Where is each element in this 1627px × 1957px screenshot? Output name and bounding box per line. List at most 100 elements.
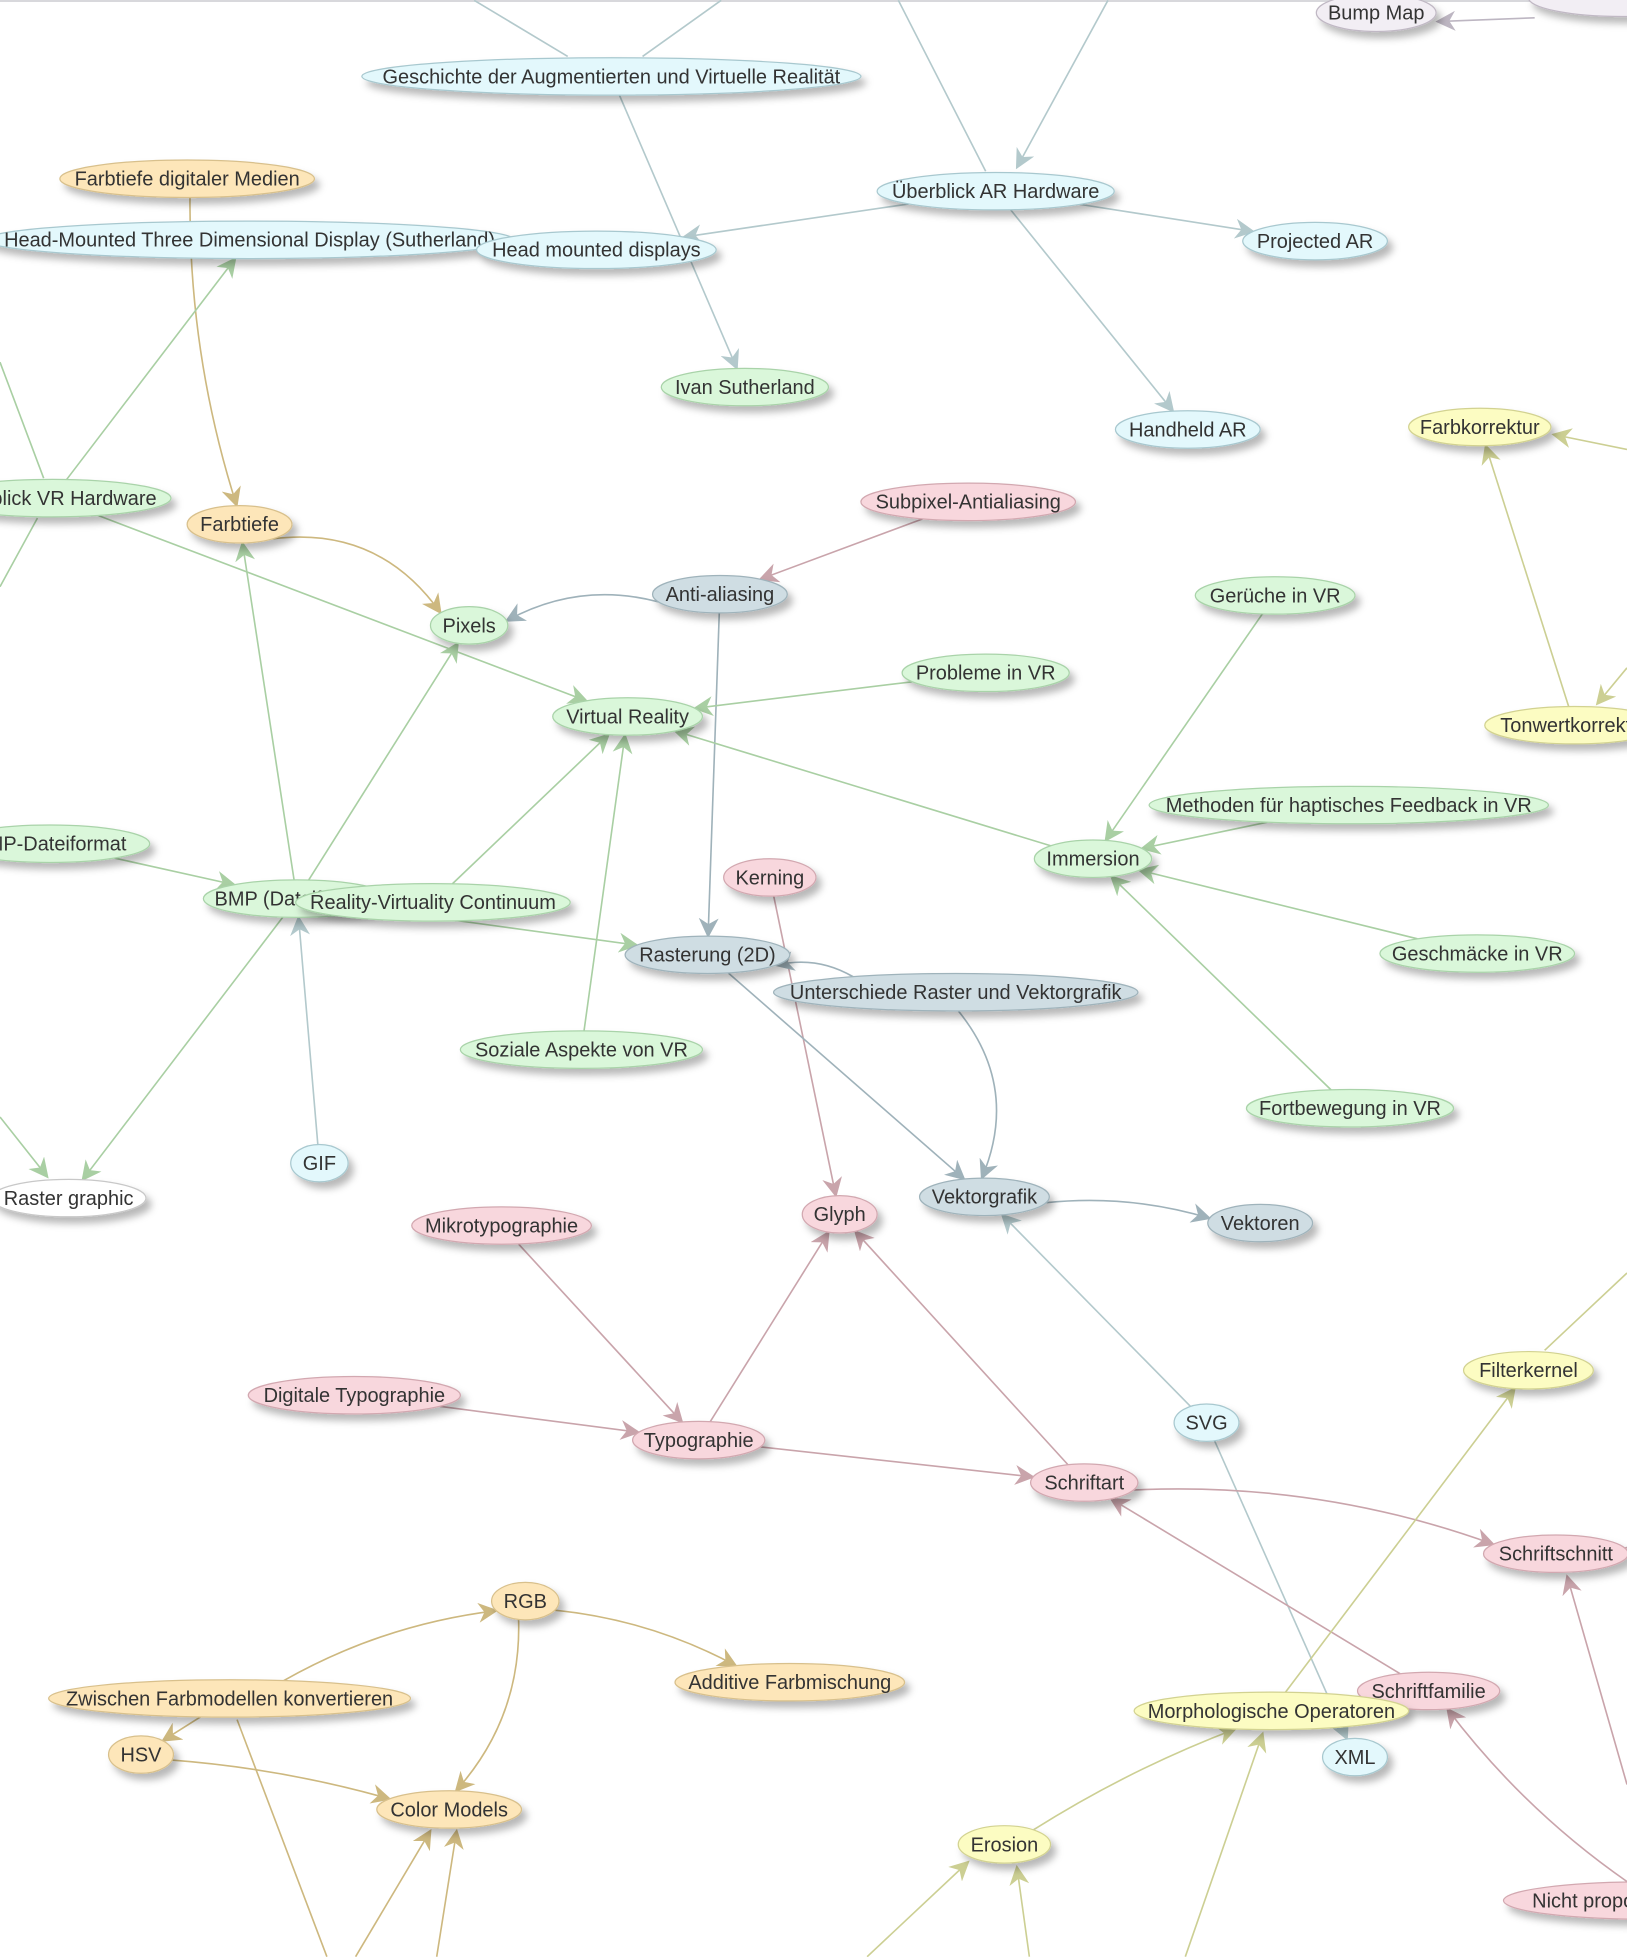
node-projected[interactable]: Projected AR <box>1242 221 1389 261</box>
node-vr_hw[interactable]: Überblick VR Hardware <box>0 478 172 518</box>
node-morpho[interactable]: Morphologische Operatoren <box>1133 1691 1410 1731</box>
node-ellipse[interactable] <box>1482 1534 1627 1574</box>
node-ellipse[interactable] <box>631 1420 766 1460</box>
node-ellipse[interactable] <box>1484 705 1627 745</box>
node-ellipse[interactable] <box>1173 1403 1240 1443</box>
node-typographie[interactable]: Typographie <box>631 1420 766 1460</box>
node-immersion[interactable]: Immersion <box>1033 839 1153 879</box>
node-gerueche[interactable]: Gerüche in VR <box>1194 576 1356 615</box>
node-ellipse[interactable] <box>552 697 704 736</box>
node-vr[interactable]: Virtual Reality <box>552 697 704 736</box>
node-vektoren[interactable]: Vektoren <box>1207 1203 1314 1243</box>
node-gif[interactable]: GIF <box>290 1143 349 1183</box>
node-ellipse[interactable] <box>1315 0 1437 33</box>
node-ellipse[interactable] <box>59 159 316 199</box>
node-schriftfamilie[interactable]: Schriftfamilie <box>1356 1671 1501 1711</box>
node-ellipse[interactable] <box>660 367 830 407</box>
node-ellipse[interactable] <box>475 230 717 270</box>
node-rgb[interactable]: RGB <box>490 1581 560 1621</box>
node-digtypo[interactable]: Digitale Typographie <box>247 1375 462 1415</box>
node-erosion[interactable]: Erosion <box>957 1825 1052 1864</box>
node-ar_hw[interactable]: Überblick AR Hardware <box>876 171 1115 211</box>
node-ellipse[interactable] <box>918 1177 1050 1217</box>
node-farbkorrektur[interactable]: Farbkorrektur <box>1408 407 1552 447</box>
node-ellipse[interactable] <box>772 972 1139 1012</box>
node-probleme[interactable]: Probleme in VR <box>901 653 1070 693</box>
node-ellipse[interactable] <box>361 57 862 96</box>
node-geschichte[interactable]: Geschichte der Augmentierten und Virtuel… <box>361 57 862 96</box>
node-additive[interactable]: Additive Farbmischung <box>674 1662 906 1702</box>
node-ellipse[interactable] <box>860 482 1077 522</box>
node-hsv[interactable]: HSV <box>107 1735 175 1774</box>
node-ellipse[interactable] <box>490 1581 560 1621</box>
node-ellipse[interactable] <box>1148 785 1550 825</box>
node-haptik[interactable]: Methoden für haptisches Feedback in VR <box>1148 785 1550 825</box>
node-vektorgrafik[interactable]: Vektorgrafik <box>918 1177 1050 1217</box>
node-ellipse[interactable] <box>1207 1203 1314 1243</box>
node-ellipse[interactable] <box>876 171 1115 211</box>
node-hmd[interactable]: Head mounted displays <box>475 230 717 270</box>
node-schriftart[interactable]: Schriftart <box>1029 1463 1139 1502</box>
node-pixels[interactable]: Pixels <box>429 606 509 645</box>
node-ellipse[interactable] <box>0 1178 147 1218</box>
node-rastergraphic[interactable]: Raster graphic <box>0 1178 147 1218</box>
node-ellipse[interactable] <box>1033 839 1153 879</box>
node-ellipse[interactable] <box>0 824 151 864</box>
node-ellipse[interactable] <box>376 1790 523 1829</box>
node-ellipse[interactable] <box>107 1735 175 1774</box>
node-filterkernel[interactable]: Filterkernel <box>1462 1350 1594 1390</box>
node-xml[interactable]: XML <box>1321 1737 1389 1777</box>
node-farbtiefe_dm[interactable]: Farbtiefe digitaler Medien <box>59 159 316 199</box>
node-ellipse[interactable] <box>624 935 791 975</box>
node-ellipse[interactable] <box>801 1194 878 1234</box>
node-ellipse[interactable] <box>674 1662 906 1702</box>
node-unterschiede[interactable]: Unterschiede Raster und Vektorgrafik <box>772 972 1139 1012</box>
node-handheld[interactable]: Handheld AR <box>1114 410 1261 449</box>
node-bmpformat[interactable]: BMP-Dateiformat <box>0 824 151 864</box>
node-kerning[interactable]: Kerning <box>723 858 817 897</box>
node-ellipse[interactable] <box>1356 1671 1501 1711</box>
node-bumpmap[interactable]: Bump Map <box>1315 0 1437 33</box>
node-offscreen-top[interactable] <box>1528 0 1627 18</box>
node-ellipse[interactable] <box>1379 934 1576 973</box>
node-ellipse[interactable] <box>48 1679 412 1718</box>
node-ellipse[interactable] <box>1245 1088 1455 1128</box>
node-ellipse[interactable] <box>247 1375 462 1415</box>
node-ellipse[interactable] <box>0 478 172 518</box>
node-ellipse[interactable] <box>1242 221 1389 261</box>
node-geschmaecke[interactable]: Geschmäcke in VR <box>1379 934 1576 973</box>
node-ellipse[interactable] <box>429 606 509 645</box>
node-ellipse[interactable] <box>186 504 293 544</box>
node-glyph[interactable]: Glyph <box>801 1194 878 1234</box>
node-ellipse[interactable] <box>459 1030 704 1069</box>
node-schriftschnitt[interactable]: Schriftschnitt <box>1482 1534 1627 1574</box>
node-ellipse[interactable] <box>290 1143 349 1183</box>
node-farbtiefe[interactable]: Farbtiefe <box>186 504 293 544</box>
node-zwischen[interactable]: Zwischen Farbmodellen konvertieren <box>48 1679 412 1718</box>
node-soziale[interactable]: Soziale Aspekte von VR <box>459 1030 704 1069</box>
node-fortbewegung[interactable]: Fortbewegung in VR <box>1245 1088 1455 1128</box>
node-ellipse[interactable] <box>651 574 788 614</box>
node-ellipse[interactable] <box>1502 1881 1627 1920</box>
node-rvc[interactable]: Reality-Virtuality Continuum <box>295 883 571 922</box>
node-colormodels[interactable]: Color Models <box>376 1790 523 1829</box>
node-antialiasing[interactable]: Anti-aliasing <box>651 574 788 614</box>
node-ellipse[interactable] <box>1194 576 1356 615</box>
node-svg[interactable]: SVG <box>1173 1403 1240 1443</box>
node-ellipse[interactable] <box>411 1206 593 1245</box>
node-ellipse[interactable] <box>1321 1737 1389 1777</box>
node-ellipse[interactable] <box>723 858 817 897</box>
node-mikro[interactable]: Mikrotypographie <box>411 1206 593 1245</box>
node-ellipse[interactable] <box>1462 1350 1594 1390</box>
node-ellipse[interactable] <box>295 883 571 922</box>
node-ellipse[interactable] <box>1133 1691 1410 1731</box>
node-tonwert[interactable]: Tonwertkorrektur <box>1484 705 1627 745</box>
node-ellipse[interactable] <box>1114 410 1261 449</box>
node-subpixel[interactable]: Subpixel-Antialiasing <box>860 482 1077 522</box>
node-ellipse[interactable] <box>1408 407 1552 447</box>
node-ivan[interactable]: Ivan Sutherland <box>660 367 830 407</box>
node-nichtprop[interactable]: Nicht proportionale Schrift <box>1502 1881 1627 1920</box>
node-rasterung[interactable]: Rasterung (2D) <box>624 935 791 975</box>
node-ellipse[interactable] <box>957 1825 1052 1864</box>
